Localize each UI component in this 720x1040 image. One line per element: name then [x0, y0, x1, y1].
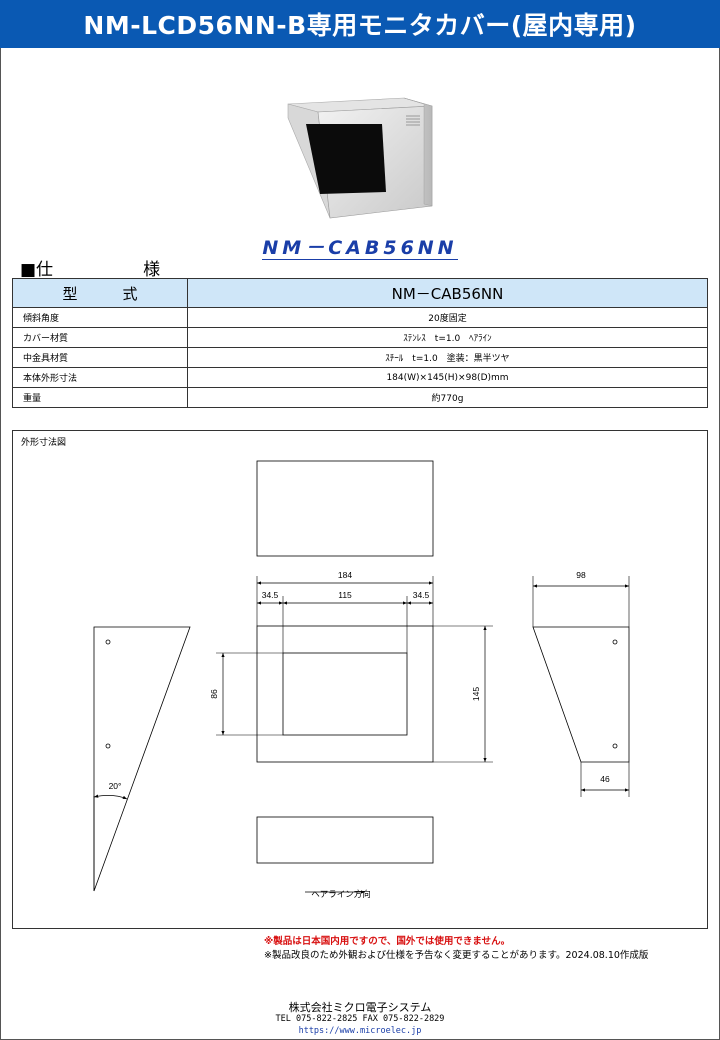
spec-table: 型 式 NM－CAB56NN 傾斜角度 20度固定 カバー材質 ｽﾃﾝﾚｽ t=…: [12, 278, 708, 408]
company-contact: TEL 075-822-2825 FAX 075-822-2829: [275, 1014, 445, 1024]
hairline-direction-label: ヘアライン方向: [311, 889, 371, 899]
model-heading: NM－CAB56NN: [262, 237, 458, 260]
drawing-canvas: 184 34.5 115 34.5 86 145 98 46 20° ヘアライン…: [93, 460, 630, 899]
drawing-label: 外形寸法図: [21, 438, 67, 448]
screw-hole: [105, 743, 111, 749]
spec-header-label: 型 式: [12, 278, 188, 308]
spec-value: 約770g: [187, 387, 708, 408]
screw-hole: [612, 639, 618, 645]
dim-bottom-depth: 46: [600, 774, 610, 784]
spec-value: ｽﾃﾝﾚｽ t=1.0 ﾍｱﾗｲﾝ: [187, 327, 708, 348]
company-url-link[interactable]: https://www.microelec.jp: [298, 1026, 422, 1036]
spec-value: ｽﾁｰﾙ t=1.0 塗装：黒半ツヤ: [187, 347, 708, 368]
top-view: [256, 460, 434, 557]
spec-header-row: 型 式 NM－CAB56NN: [12, 278, 708, 308]
bottom-view: [256, 816, 434, 864]
front-window: [282, 652, 408, 736]
dim-angle: 20°: [109, 781, 122, 791]
screw-hole: [612, 743, 618, 749]
table-row: 重量 約770g: [12, 387, 708, 408]
dim-inner-height: 86: [209, 689, 219, 699]
dim-width: 184: [338, 570, 352, 580]
front-view: [256, 625, 434, 763]
dim-inner-width: 115: [338, 590, 352, 600]
spec-heading: ■仕様: [20, 260, 161, 280]
screw-hole: [105, 639, 111, 645]
spec-label: 中金具材質: [12, 347, 188, 368]
right-side-view: [532, 626, 630, 763]
dimension-drawing: 外形寸法図: [12, 430, 708, 929]
table-row: 傾斜角度 20度固定: [12, 307, 708, 328]
table-row: 中金具材質 ｽﾁｰﾙ t=1.0 塗装：黒半ツヤ: [12, 347, 708, 368]
spec-label: 傾斜角度: [12, 307, 188, 328]
domestic-use-notice: ※製品は日本国内用ですので、国外では使用できません。: [264, 936, 511, 947]
spec-label: カバー材質: [12, 327, 188, 348]
dim-right-margin: 34.5: [413, 590, 430, 600]
left-side-view: [93, 626, 191, 892]
page-title: NM-LCD56NN-B専用モニタカバー(屋内専用): [0, 0, 720, 48]
spec-label: 本体外形寸法: [12, 367, 188, 388]
table-row: 本体外形寸法 184(W)×145(H)×98(D)mm: [12, 367, 708, 388]
product-photo: [287, 97, 433, 219]
spec-label: 重量: [12, 387, 188, 408]
dim-left-margin: 34.5: [262, 590, 279, 600]
dim-height: 145: [471, 687, 481, 701]
spec-value: 184(W)×145(H)×98(D)mm: [187, 367, 708, 388]
dim-depth: 98: [576, 570, 586, 580]
table-row: カバー材質 ｽﾃﾝﾚｽ t=1.0 ﾍｱﾗｲﾝ: [12, 327, 708, 348]
spec-header-value: NM－CAB56NN: [187, 278, 708, 308]
company-name: 株式会社ミクロ電子システム: [288, 1001, 432, 1014]
spec-value: 20度固定: [187, 307, 708, 328]
change-notice: ※製品改良のため外観および仕様を予告なく変更することがあります。2024.08.…: [264, 950, 649, 961]
